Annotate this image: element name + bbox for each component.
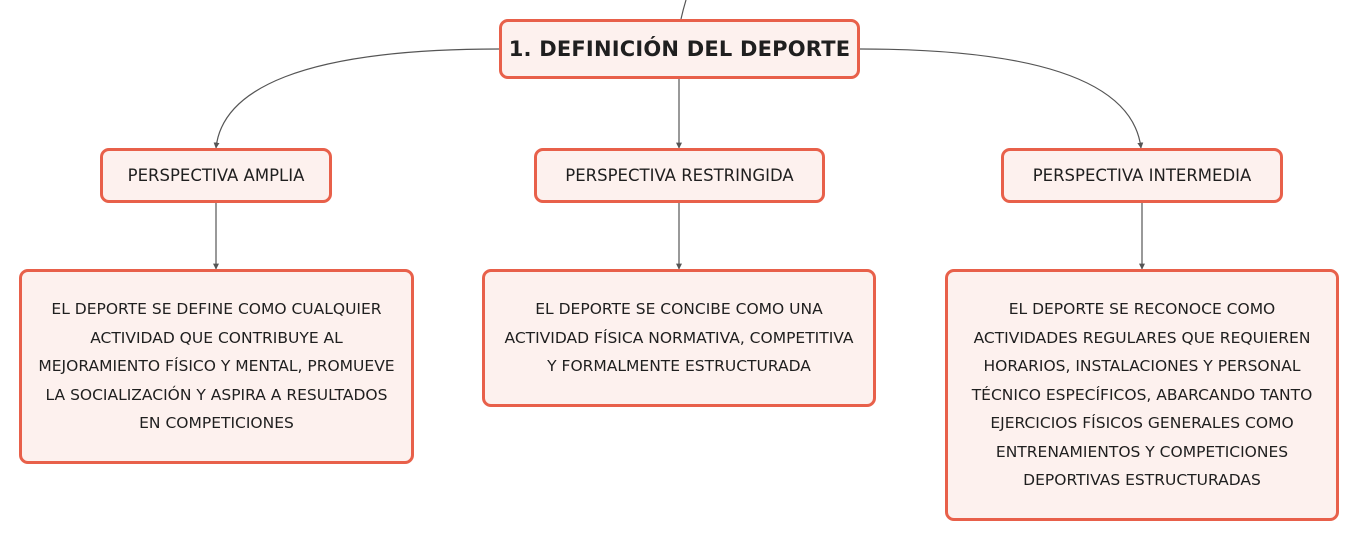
restringida-description-text: EL DEPORTE SE CONCIBE COMO UNA ACTIVIDAD… [504, 300, 854, 376]
perspectiva-amplia-node[interactable]: PERSPECTIVA AMPLIA [100, 148, 332, 203]
perspectiva-restringida-label: PERSPECTIVA RESTRINGIDA [565, 166, 794, 185]
perspectiva-intermedia-label: PERSPECTIVA INTERMEDIA [1032, 166, 1252, 185]
connector-root-to-intermedia [859, 48, 1144, 149]
restringida-description-node[interactable]: EL DEPORTE SE CONCIBE COMO UNA ACTIVIDAD… [482, 269, 876, 407]
intermedia-description-text: EL DEPORTE SE RECONOCE COMO ACTIVIDADES … [971, 300, 1313, 490]
perspectiva-intermedia-node[interactable]: PERSPECTIVA INTERMEDIA [1001, 148, 1283, 203]
perspectiva-amplia-label: PERSPECTIVA AMPLIA [127, 166, 305, 185]
amplia-description-text: EL DEPORTE SE DEFINE COMO CUALQUIER ACTI… [38, 300, 395, 433]
incoming-parent-connector [680, 0, 687, 20]
perspectiva-restringida-node[interactable]: PERSPECTIVA RESTRINGIDA [534, 148, 825, 203]
root-topic-node[interactable]: 1. DEFINICIÓN DEL DEPORTE [499, 19, 860, 79]
connector-root-to-amplia [213, 48, 500, 149]
intermedia-description-node[interactable]: EL DEPORTE SE RECONOCE COMO ACTIVIDADES … [945, 269, 1339, 521]
root-topic-label: 1. DEFINICIÓN DEL DEPORTE [508, 37, 851, 61]
amplia-description-node[interactable]: EL DEPORTE SE DEFINE COMO CUALQUIER ACTI… [19, 269, 414, 464]
